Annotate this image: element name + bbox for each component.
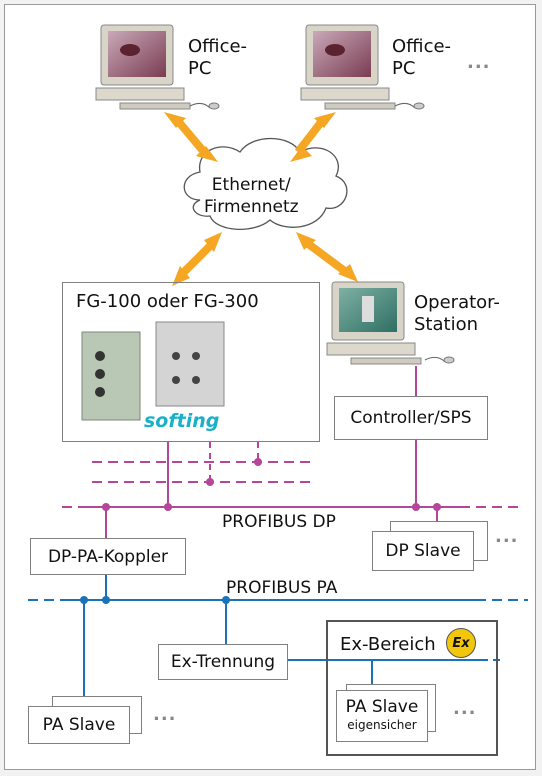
profibus-dp-label: PROFIBUS DP: [222, 512, 336, 532]
pa-slave-ex-box: PA Slave eigensicher: [336, 690, 428, 742]
ex-trennung-box: Ex-Trennung: [158, 644, 288, 680]
dp-slave-box: DP Slave: [372, 531, 474, 571]
arrow-cloud-operator: [296, 232, 358, 282]
profibus-dp-lines: [62, 366, 520, 538]
dp-pa-coupler-box: DP-PA-Koppler: [30, 538, 186, 575]
controller-box: Controller/SPS: [334, 396, 488, 440]
ethernet-label: Ethernet/Firmennetz: [204, 175, 299, 217]
operator-station-label: Operator-Station: [414, 292, 500, 335]
gateway-title: FG-100 oder FG-300: [76, 291, 259, 312]
explosion-hazard-icon: Ex: [446, 628, 476, 658]
pa-slave-box: PA Slave: [28, 706, 130, 744]
ex-bereich-zone: [326, 620, 498, 756]
softing-logo: softing: [144, 410, 220, 432]
office-pc-1-icon: [95, 24, 220, 110]
arrow-cloud-gateway: [172, 232, 222, 286]
gateway-box: [62, 282, 320, 442]
profibus-pa-lines: [28, 575, 528, 706]
ethernet-arrows: [164, 112, 358, 286]
profibus-pa-nodes: [80, 596, 230, 604]
operator-station-icon: [326, 281, 455, 365]
ex-bereich-label: Ex-Bereich: [340, 634, 436, 655]
gateway-devices-icon: [81, 321, 225, 421]
more-dp-slaves-ellipsis: ...: [495, 526, 519, 547]
office-pc-2-icon: [300, 24, 425, 110]
office-pc-1-label: Office-PC: [188, 36, 248, 79]
pa-slave-ex-label: PA Slave: [345, 697, 419, 717]
more-pcs-ellipsis: ...: [467, 52, 491, 73]
pa-slave-ex-sublabel: eigensicher: [347, 718, 417, 732]
profibus-dp-nodes: [102, 458, 441, 511]
more-pa-slaves-ex-ellipsis: ...: [453, 698, 477, 719]
profibus-pa-label: PROFIBUS PA: [226, 578, 338, 598]
more-pa-slaves-ellipsis: ...: [153, 704, 177, 725]
office-pc-2-label: Office-PC: [392, 36, 452, 79]
arrow-pc1-cloud: [164, 112, 218, 162]
arrow-pc2-cloud: [290, 112, 336, 162]
